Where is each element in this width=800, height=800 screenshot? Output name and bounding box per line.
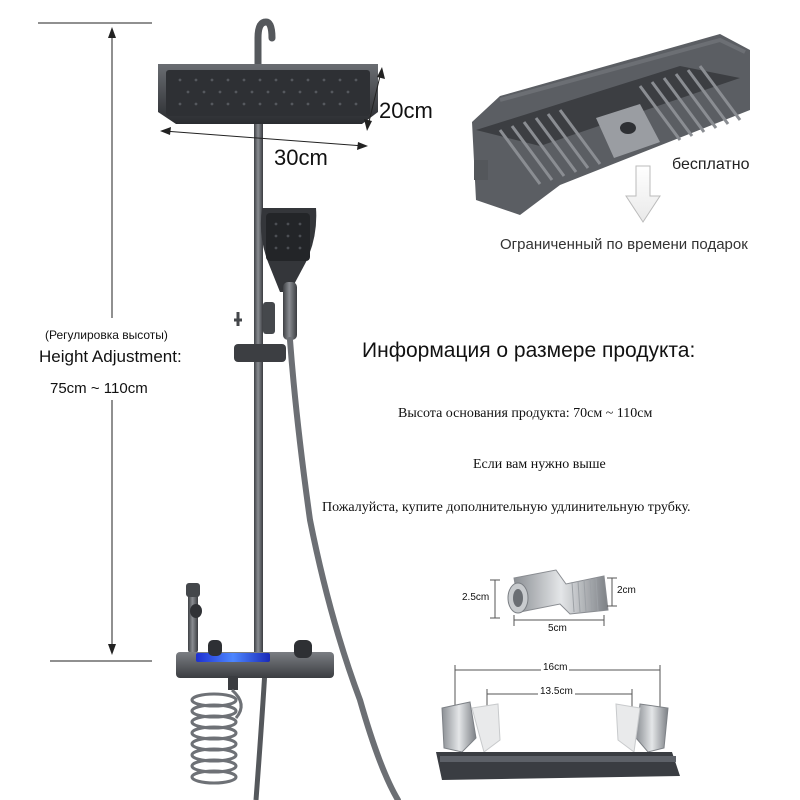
product-base-height: Высота основания продукта: 70см ~ 110см: [398, 406, 653, 421]
height-adjustment-ru: (Регулировка высоты): [45, 328, 168, 342]
mounts-outer-width: 16cm: [541, 662, 570, 673]
wall-mounts-image: [436, 665, 680, 780]
height-adjustment-en: Height Adjustment:: [39, 347, 182, 366]
head-depth-label: 20cm: [379, 98, 433, 123]
head-width-dimension: [160, 127, 368, 150]
gift-shelf-image: [472, 34, 750, 223]
fitting-length-5: 5cm: [548, 623, 567, 634]
mixer-console: [176, 583, 334, 690]
product-buy-extension: Пожалуйста, купите дополнительную удлини…: [322, 500, 691, 515]
product-info-heading: Информация о размере продукта:: [362, 339, 696, 362]
slider-bracket: [234, 302, 286, 362]
gift-free-label: бесплатно: [672, 156, 750, 173]
coiled-bidet-hose: [190, 688, 243, 785]
riser-pipe: [254, 124, 263, 669]
fitting-height-2: 2cm: [617, 585, 636, 596]
extension-fitting-image: [490, 569, 617, 626]
fitting-height-25: 2.5cm: [462, 592, 490, 603]
height-adjustment-range: 75cm ~ 110cm: [50, 380, 148, 397]
rain-shower-head: [158, 18, 378, 124]
head-width-label: 30cm: [274, 145, 328, 170]
head-depth-dimension: [364, 67, 385, 131]
shower-hose: [287, 337, 401, 800]
gift-caption: Ограниченный по времени подарок: [500, 236, 748, 253]
mounts-inner-width: 13.5cm: [538, 686, 575, 697]
handheld-shower: [260, 208, 317, 340]
product-need-higher: Если вам нужно выше: [473, 457, 606, 472]
height-dimension: [38, 22, 152, 662]
